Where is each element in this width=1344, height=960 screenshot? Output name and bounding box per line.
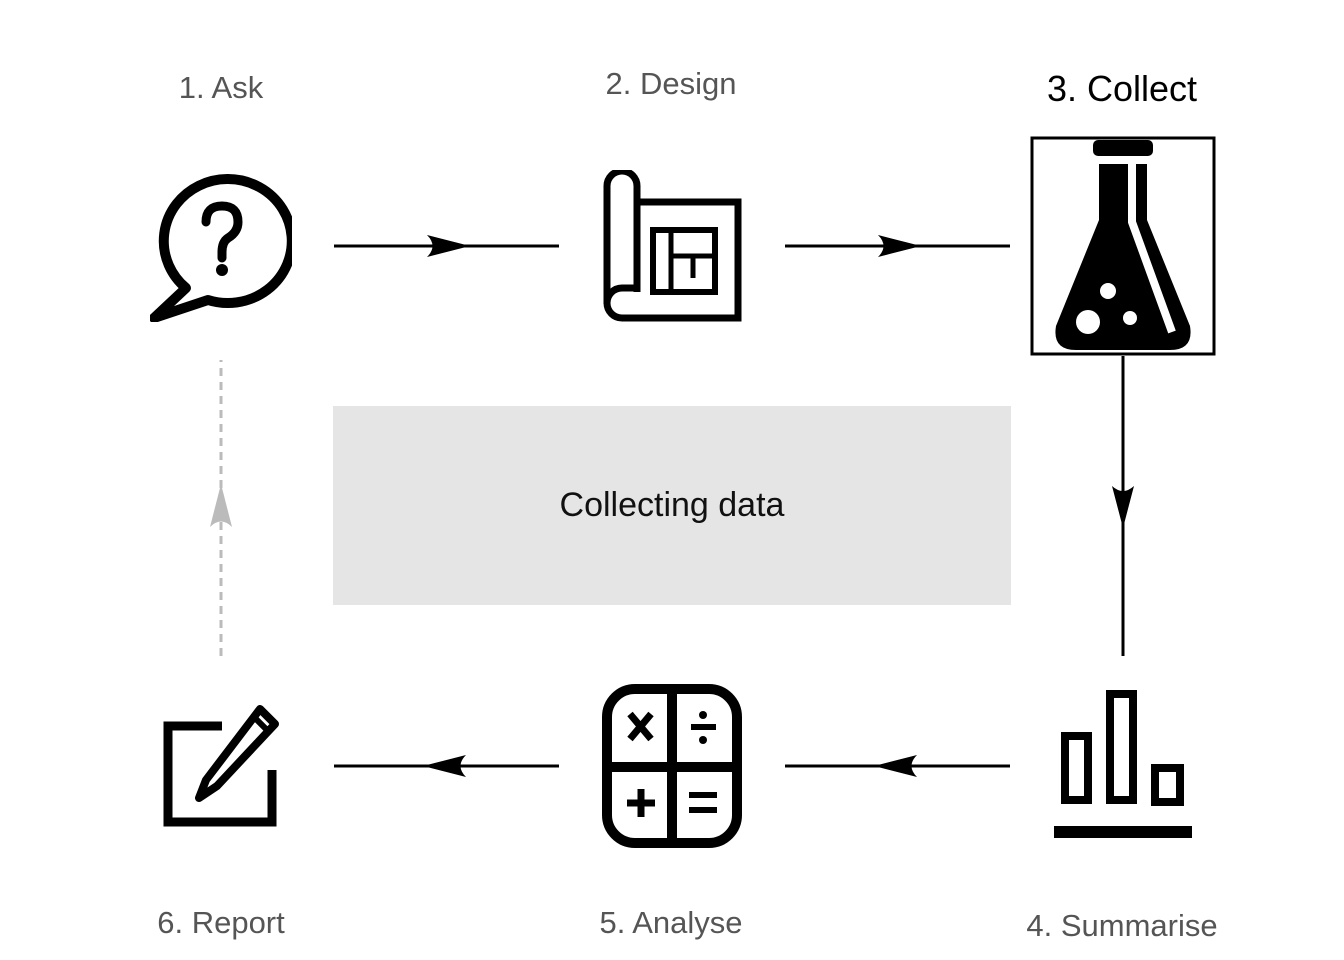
edit-note-icon: [163, 705, 279, 827]
arrow-report-to-ask: [210, 360, 232, 656]
arrow-design-to-collect: [785, 235, 1010, 257]
caption-box: Collecting data: [333, 406, 1011, 605]
stage-label-analyse: 5. Analyse: [599, 905, 743, 940]
stage-label-design: 2. Design: [605, 66, 737, 101]
stage-label-collect: 3. Collect: [1046, 68, 1198, 109]
stage-label-summarise: 4. Summarise: [1026, 908, 1218, 943]
speech-bubble-question-icon: [150, 174, 292, 322]
stage-label-ask: 1. Ask: [178, 70, 264, 105]
caption-text: Collecting data: [559, 486, 785, 524]
calculator-icon: [602, 684, 742, 848]
bar-chart-icon: [1054, 690, 1192, 838]
arrow-collect-to-summarise: [1112, 356, 1134, 656]
blueprint-icon: [603, 170, 742, 322]
arrow-analyse-to-report: [334, 755, 559, 777]
flask-icon: [1030, 136, 1216, 356]
stage-label-report: 6. Report: [157, 905, 285, 940]
arrow-ask-to-design: [334, 235, 559, 257]
arrow-summarise-to-analyse: [785, 755, 1010, 777]
